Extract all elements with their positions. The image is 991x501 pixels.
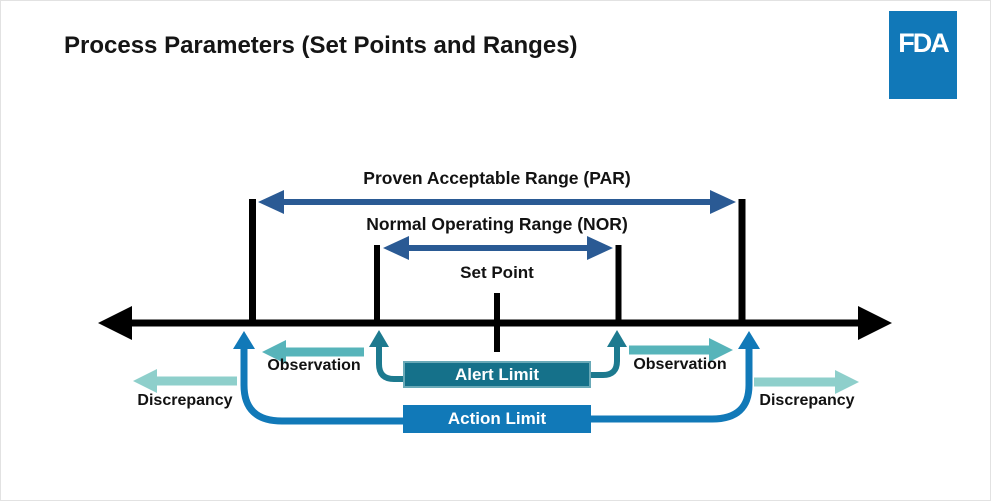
par-arrowhead-left-icon [258,190,284,214]
nor-arrowhead-left-icon [383,236,409,260]
page-title: Process Parameters (Set Points and Range… [64,32,578,59]
set-point-label: Set Point [460,263,534,282]
observation-arrowhead-right-icon [709,338,733,362]
fda-logo-text: FDA [898,28,949,58]
action-limit-arrowhead-left-icon [233,331,255,349]
alert-limit-hook-left [376,345,403,382]
action-limit-arrowhead-right-icon [738,331,760,349]
discrepancy-label-left: Discrepancy [137,392,233,409]
fda-logo: FDA [889,11,957,99]
discrepancy-arrowhead-right-icon [835,370,859,394]
nor-arrowhead-right-icon [587,236,613,260]
discrepancy-label-right: Discrepancy [759,392,855,409]
action-limit-curve-right [591,347,753,423]
observation-label-left: Observation [267,357,361,374]
alert-limit-arrowhead-right-icon [607,330,627,347]
axis-arrowhead-right-icon [858,306,892,340]
nor-range-label: Normal Operating Range (NOR) [366,214,628,234]
observation-label-right: Observation [633,356,727,373]
alert-limit-hook-right [591,345,620,378]
observation-arrowhead-left-icon [262,340,286,364]
action-limit-curve-left [240,347,403,425]
par-range-label: Proven Acceptable Range (PAR) [363,168,631,188]
alert-limit-box: Alert Limit [403,361,591,388]
discrepancy-arrowhead-left-icon [133,369,157,393]
alert-limit-arrowhead-left-icon [369,330,389,347]
axis-arrowhead-left-icon [98,306,132,340]
action-limit-label: Action Limit [447,409,547,428]
action-limit-box: Action Limit [403,405,591,433]
alert-limit-label: Alert Limit [454,364,540,384]
par-arrowhead-right-icon [710,190,736,214]
